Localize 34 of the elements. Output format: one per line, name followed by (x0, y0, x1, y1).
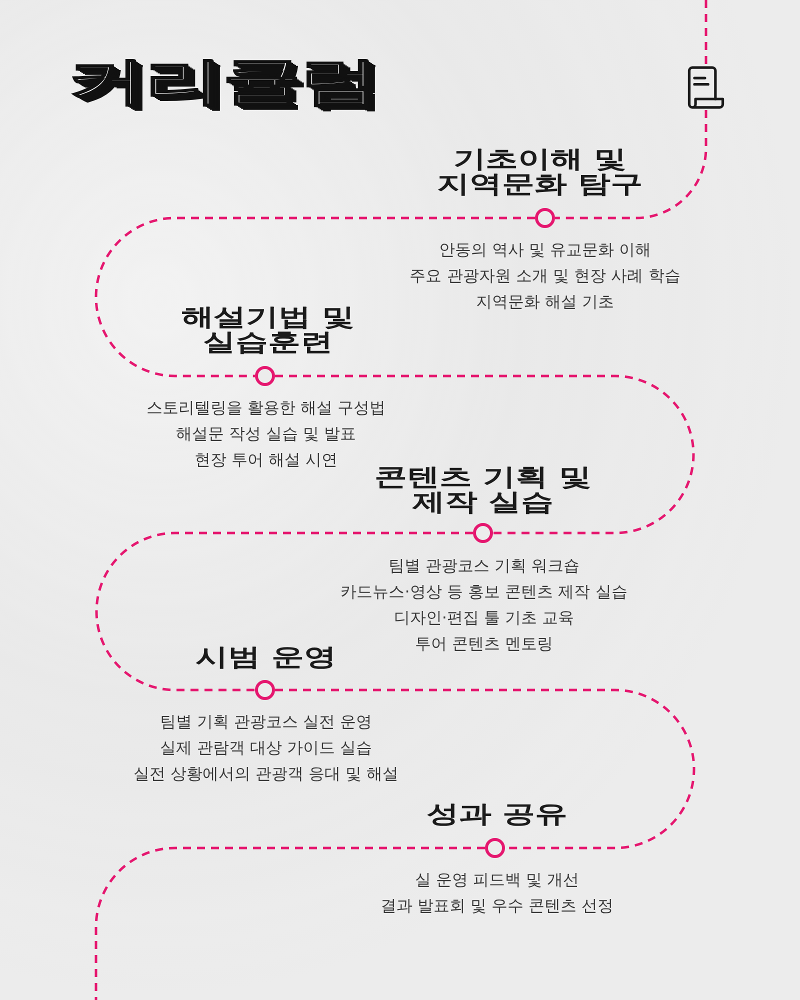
topic-text: 결과 발표회 및 우수 콘텐츠 선정 (380, 895, 614, 917)
topic-text: 주요 관광자원 소개 및 현장 사례 학습 (410, 265, 680, 287)
dashed-route-line (275, 688, 696, 850)
milestone-ring-icon (255, 680, 275, 700)
topic-text: 팀별 기획 관광코스 실전 운영 (160, 711, 372, 733)
dashed-route-line (275, 374, 695, 534)
topic-text: 투어 콘텐츠 멘토링 (414, 633, 554, 655)
stage-heading: 해설기법 및 실습훈련 (180, 305, 356, 355)
topic-text: 팀별 관광코스 기획 워크숍 (388, 555, 580, 577)
dashed-route-line (555, 110, 708, 220)
milestone-ring-icon (473, 523, 493, 543)
milestone-ring-icon (255, 366, 275, 386)
topic-text: 디자인·편집 툴 기초 교육 (394, 607, 574, 629)
dashed-route-line (704, 0, 708, 66)
stage-heading: 시범 운영 (196, 645, 336, 670)
dashed-route-line (95, 532, 473, 692)
document-scroll-icon (687, 66, 725, 110)
topic-text: 실전 상황에서의 관광객 응대 및 해설 (133, 763, 399, 785)
topic-text: 현장 투어 해설 시연 (194, 449, 338, 471)
topic-text: 안동의 역사 및 유교문화 이해 (438, 239, 652, 261)
topic-text: 스토리텔링을 활용한 해설 구성법 (146, 397, 386, 419)
milestone-ring-icon (485, 838, 505, 858)
topic-text: 실제 관람객 대상 가이드 실습 (160, 737, 372, 759)
topic-text: 해설문 작성 실습 및 발표 (176, 423, 356, 445)
topic-text: 지역문화 해설 기초 (476, 291, 614, 313)
stage-heading: 성과 공유 (426, 802, 568, 827)
milestone-ring-icon (535, 208, 555, 228)
topic-text: 실 운영 피드백 및 개선 (414, 869, 580, 891)
stage-heading: 콘텐츠 기획 및 제작 실습 (374, 465, 592, 515)
dashed-route-line (94, 846, 485, 1000)
topic-text: 카드뉴스·영상 등 홍보 콘텐츠 제작 실습 (340, 581, 628, 603)
stage-heading: 기초이해 및 지역문화 탐구 (436, 147, 644, 197)
page-title: 커리큘럼 (68, 56, 379, 111)
dashed-route-line (94, 216, 535, 378)
